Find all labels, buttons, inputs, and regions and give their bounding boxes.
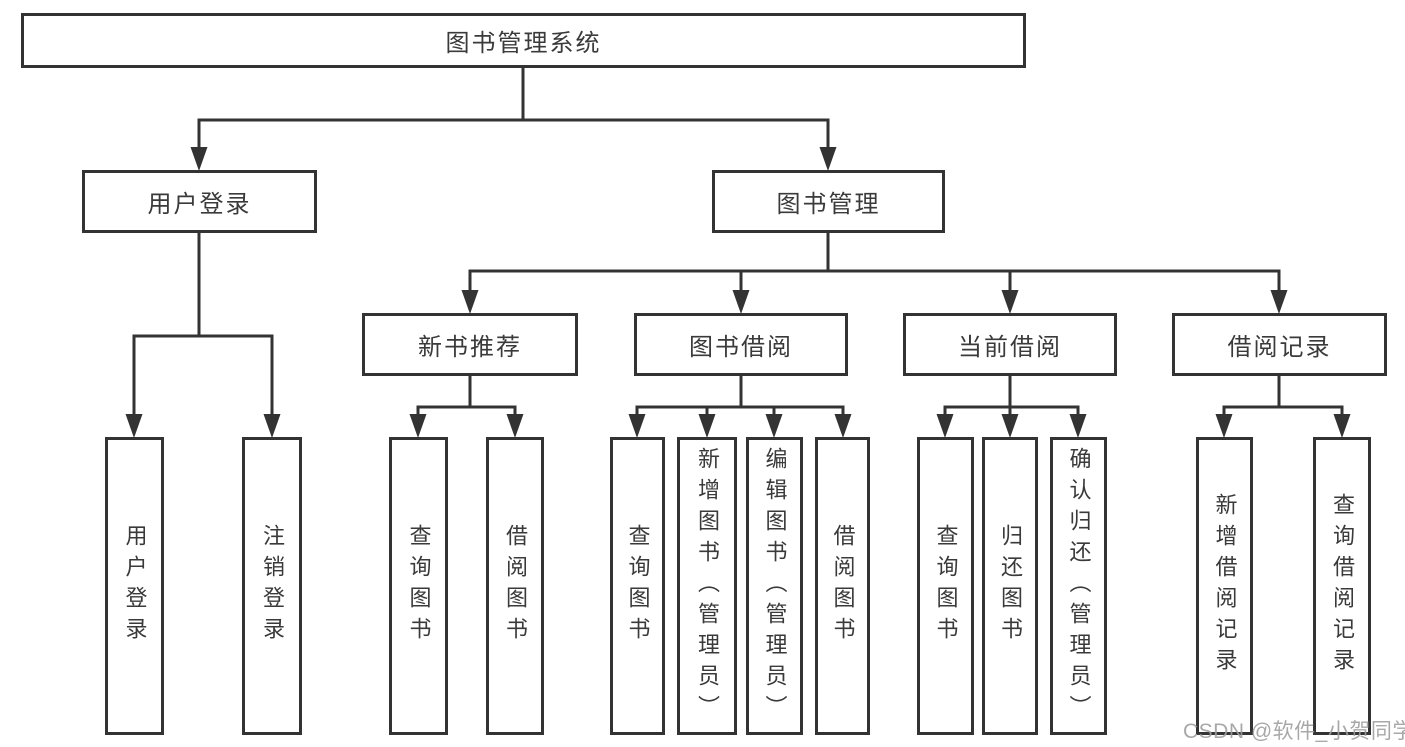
arrowhead-icon	[1333, 414, 1351, 438]
node-leaf-bb-query-books: 查询图书	[610, 437, 665, 735]
node-leaf-logout: 注销登录	[242, 437, 302, 735]
node-label-leaf-br-add-record: 新增借阅记录	[1212, 493, 1238, 679]
arrowhead-icon	[1001, 414, 1019, 438]
arrowhead-icon	[1001, 290, 1019, 314]
arrowhead-icon	[461, 290, 479, 314]
node-current-borrowing: 当前借阅	[903, 313, 1117, 376]
arrowhead-icon	[1215, 414, 1233, 438]
arrowhead-icon	[834, 414, 852, 438]
node-label-leaf-nb-query-books: 查询图书	[406, 524, 432, 648]
node-label-leaf-bb-add-books: 新增图书（管理员）	[695, 446, 720, 726]
node-leaf-cb-return-books: 归还图书	[982, 437, 1038, 735]
node-label-user-login: 用户登录	[147, 191, 252, 218]
node-label-leaf-user-login: 用户登录	[122, 524, 148, 648]
arrowhead-icon	[409, 414, 427, 438]
node-leaf-nb-query-books: 查询图书	[389, 437, 448, 735]
node-leaf-bb-borrow-books: 借阅图书	[815, 437, 870, 735]
node-leaf-cb-confirm-return: 确认归还（管理员）	[1050, 437, 1107, 735]
node-borrowing-records: 借阅记录	[1172, 313, 1387, 376]
node-leaf-bb-edit-books: 编辑图书（管理员）	[746, 437, 803, 735]
arrowhead-icon	[190, 147, 208, 171]
arrowhead-icon	[732, 290, 750, 314]
node-label-leaf-bb-edit-books: 编辑图书（管理员）	[762, 446, 788, 726]
arrowhead-icon	[1069, 414, 1087, 438]
node-user-login: 用户登录	[82, 170, 317, 233]
node-label-book-management: 图书管理	[776, 191, 881, 218]
node-label-leaf-cb-confirm-return: 确认归还（管理员）	[1066, 446, 1092, 726]
node-leaf-nb-borrow-books: 借阅图书	[486, 437, 544, 735]
node-leaf-user-login: 用户登录	[105, 437, 164, 735]
node-label-leaf-bb-query-books: 查询图书	[625, 524, 651, 648]
arrowhead-icon	[628, 414, 646, 438]
node-leaf-bb-add-books: 新增图书（管理员）	[677, 437, 737, 735]
node-label-leaf-nb-borrow-books: 借阅图书	[503, 524, 528, 648]
node-label-root: 图书管理系统	[445, 30, 602, 57]
node-label-leaf-cb-query-books: 查询图书	[933, 524, 959, 648]
node-label-new-book-recommend: 新书推荐	[418, 334, 522, 361]
node-leaf-br-add-record: 新增借阅记录	[1196, 437, 1253, 735]
node-label-leaf-br-query-record: 查询借阅记录	[1330, 493, 1355, 679]
arrowhead-icon	[698, 414, 716, 438]
node-label-leaf-logout: 注销登录	[260, 524, 285, 648]
arrowhead-icon	[1270, 290, 1288, 314]
node-new-book-recommend: 新书推荐	[362, 313, 578, 376]
node-root: 图书管理系统	[21, 13, 1026, 68]
arrowhead-icon	[936, 414, 954, 438]
node-book-management: 图书管理	[712, 170, 945, 233]
node-label-book-borrowing: 图书借阅	[689, 334, 793, 361]
node-label-borrowing-records: 借阅记录	[1227, 334, 1332, 361]
arrowhead-icon	[506, 414, 524, 438]
arrowhead-icon	[263, 414, 281, 438]
node-label-leaf-cb-return-books: 归还图书	[998, 524, 1023, 648]
arrowhead-icon	[819, 147, 837, 171]
arrowhead-icon	[125, 414, 143, 438]
csdn-watermark: CSDN @软件_小贺同学	[1183, 720, 1405, 743]
node-label-leaf-bb-borrow-books: 借阅图书	[830, 524, 856, 648]
node-leaf-br-query-record: 查询借阅记录	[1313, 437, 1371, 735]
node-label-current-borrowing: 当前借阅	[958, 334, 1062, 361]
node-book-borrowing: 图书借阅	[634, 313, 848, 376]
node-leaf-cb-query-books: 查询图书	[917, 437, 974, 735]
arrowhead-icon	[765, 414, 783, 438]
